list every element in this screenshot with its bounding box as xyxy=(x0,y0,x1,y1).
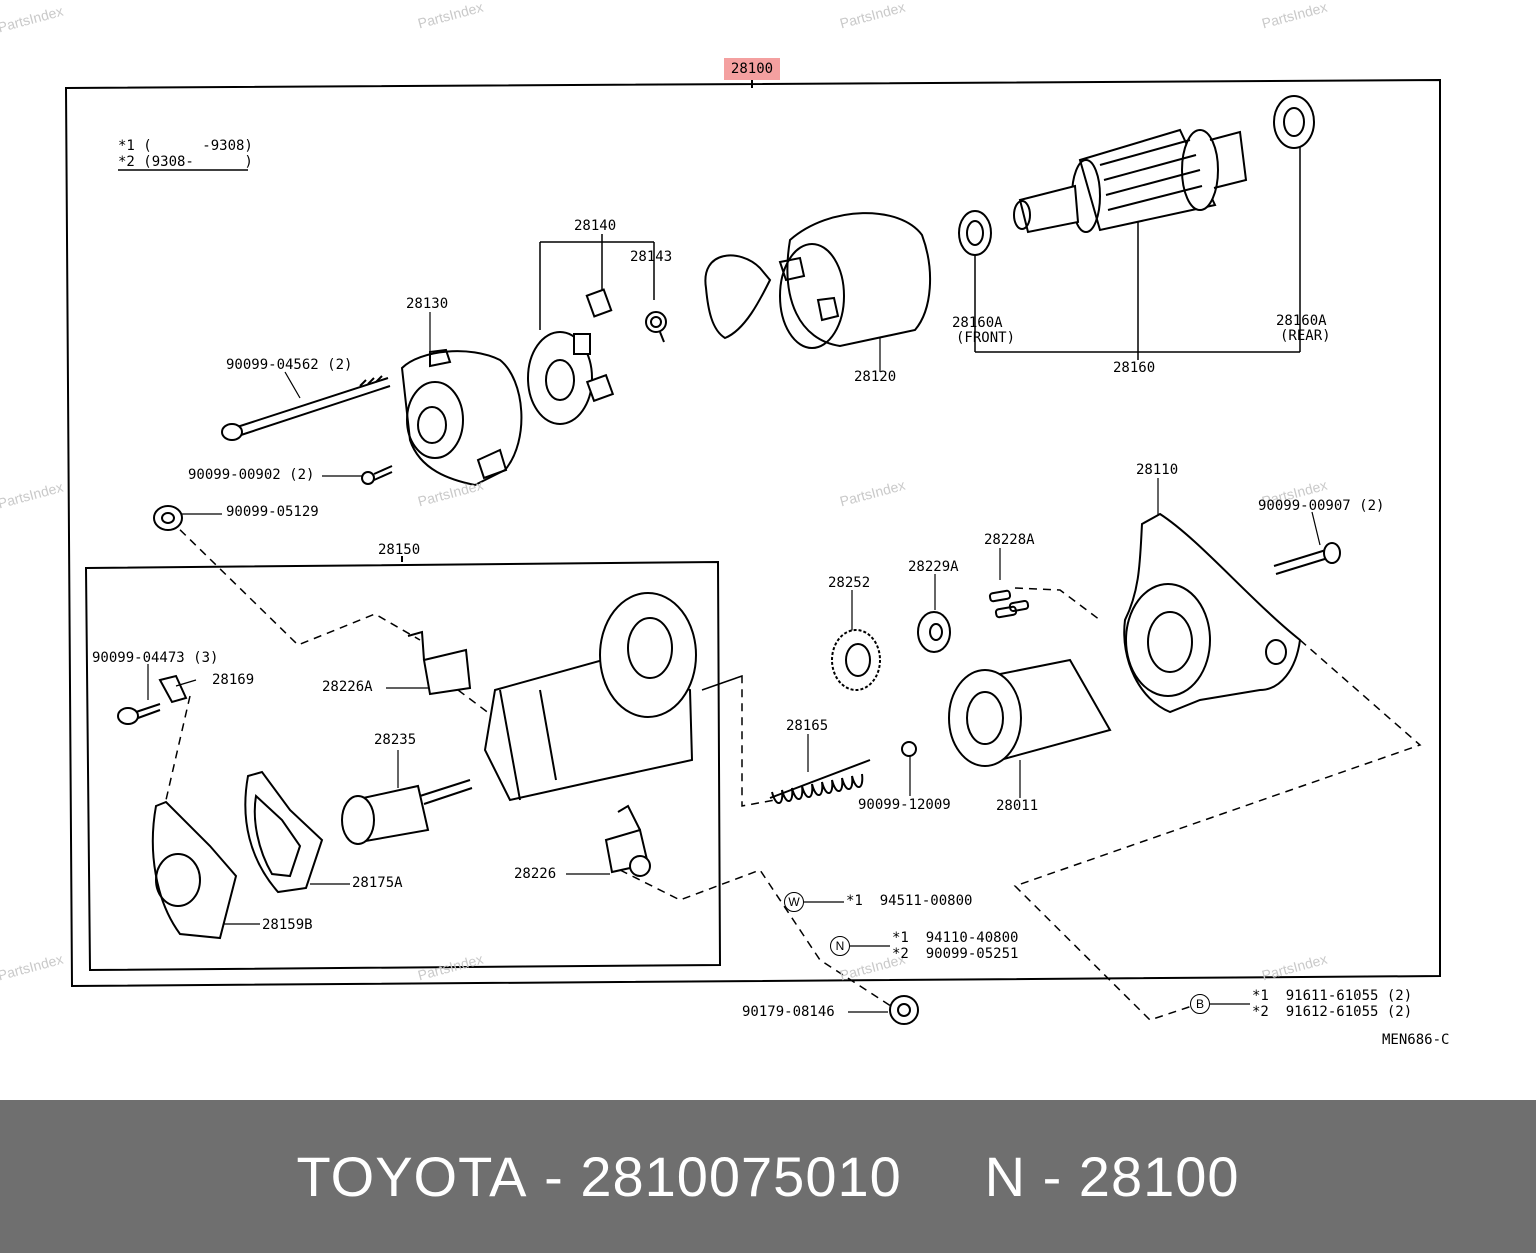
footer-brand: TOYOTA xyxy=(296,1145,528,1208)
spring-28165 xyxy=(769,759,871,804)
housing-28110 xyxy=(1123,512,1302,714)
part-label-91611-61055[interactable]: *1 91611-61055 (2) xyxy=(1252,988,1413,1004)
part-label-28150[interactable]: 28150 xyxy=(378,542,421,558)
field-frame-28120 xyxy=(704,212,931,349)
plunger-28235 xyxy=(341,779,473,845)
part-label-28235[interactable]: 28235 xyxy=(374,732,417,748)
part-label-28120[interactable]: 28120 xyxy=(854,369,897,385)
symbol-w: W xyxy=(784,892,804,912)
brush-holder-28140 xyxy=(527,288,615,425)
part-label-28159B[interactable]: 28159B xyxy=(262,917,313,933)
part-label-28143[interactable]: 28143 xyxy=(630,249,673,265)
part-label-90099-00907[interactable]: 90099-00907 (2) xyxy=(1258,498,1385,514)
cover-28159B xyxy=(151,800,238,940)
magnetic-switch-28150 xyxy=(483,592,697,802)
part-label-90099-05251[interactable]: *2 90099-05251 xyxy=(892,946,1019,962)
armature-28160 xyxy=(1013,128,1248,234)
part-label-90099-04562[interactable]: 90099-04562 (2) xyxy=(226,357,353,373)
legend-line-1: *1 ( -9308) xyxy=(118,138,253,154)
main-part-ref-label: 28100 xyxy=(730,61,774,77)
footer-part-number: 2810075010 xyxy=(580,1145,902,1208)
clutch-28011 xyxy=(948,658,1112,767)
main-part-ref[interactable]: 28100 xyxy=(724,58,780,80)
part-label-28226[interactable]: 28226 xyxy=(514,866,557,882)
sub-frame xyxy=(84,560,722,972)
part-label-28160A-front-note: (FRONT) xyxy=(956,330,1016,346)
footer-ref-number: 28100 xyxy=(1078,1145,1240,1208)
part-label-90099-00902[interactable]: 90099-00902 (2) xyxy=(188,467,315,483)
part-label-90099-04473[interactable]: 90099-04473 (3) xyxy=(92,650,219,666)
brace-28160 xyxy=(974,145,1301,360)
part-label-90099-12009[interactable]: 90099-12009 xyxy=(858,797,951,813)
footer-bar: TOYOTA - 2810075010 N - 28100 xyxy=(0,1100,1536,1253)
long-bolt xyxy=(221,375,391,441)
part-label-28011[interactable]: 28011 xyxy=(996,798,1039,814)
part-label-90179-08146[interactable]: 90179-08146 xyxy=(742,1004,835,1020)
part-label-94511-00800[interactable]: *1 94511-00800 xyxy=(846,893,973,909)
footer-ref-prefix: N xyxy=(984,1145,1027,1208)
part-label-28228A[interactable]: 28228A xyxy=(984,532,1035,548)
idler-gear-28252 xyxy=(831,629,881,691)
part-label-28175A[interactable]: 28175A xyxy=(352,875,403,891)
part-label-28160A-rear[interactable]: 28160A xyxy=(1276,313,1327,329)
symbol-n: N xyxy=(830,936,850,956)
parts-diagram xyxy=(64,78,1441,1025)
symbol-b: B xyxy=(1190,994,1210,1014)
part-label-90099-05129[interactable]: 90099-05129 xyxy=(226,504,319,520)
part-label-28229A[interactable]: 28229A xyxy=(908,559,959,575)
part-label-28140[interactable]: 28140 xyxy=(574,218,617,234)
part-label-28160A-rear-note: (REAR) xyxy=(1280,328,1331,344)
footer-separator: - xyxy=(544,1145,564,1208)
part-label-28130[interactable]: 28130 xyxy=(406,296,449,312)
diagram-code: MEN686-C xyxy=(1382,1032,1450,1048)
gasket-28175A xyxy=(244,770,324,894)
part-label-28226A[interactable]: 28226A xyxy=(322,679,373,695)
end-frame-28130 xyxy=(400,348,523,487)
part-label-94110-40800[interactable]: *1 94110-40800 xyxy=(892,930,1019,946)
footer-separator: - xyxy=(1042,1145,1063,1208)
part-label-91612-61055[interactable]: *2 91612-61055 (2) xyxy=(1252,1004,1413,1020)
part-label-28165[interactable]: 28165 xyxy=(786,718,829,734)
main-frame xyxy=(64,78,1441,988)
brace-28140 xyxy=(539,234,655,330)
part-label-28110[interactable]: 28110 xyxy=(1136,462,1179,478)
part-label-28160A-front[interactable]: 28160A xyxy=(952,315,1003,331)
part-label-28252[interactable]: 28252 xyxy=(828,575,871,591)
part-label-28169[interactable]: 28169 xyxy=(212,672,255,688)
legend-line-2: *2 (9308- ) xyxy=(118,154,253,170)
part-label-28160[interactable]: 28160 xyxy=(1113,360,1156,376)
